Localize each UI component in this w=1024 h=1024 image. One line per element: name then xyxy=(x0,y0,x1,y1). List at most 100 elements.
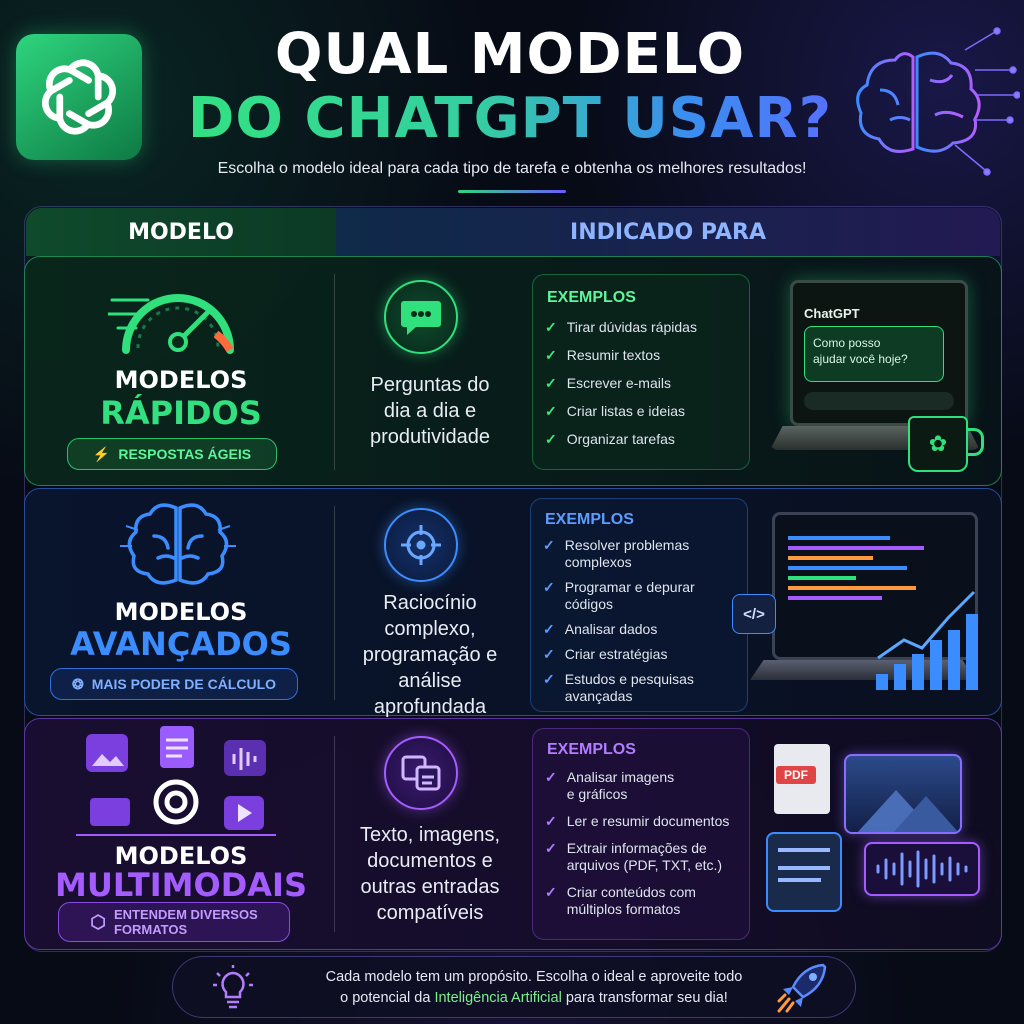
example-text: Criar estratégias xyxy=(564,646,668,662)
footer-line2: o potencial da Inteligência Artificial p… xyxy=(273,988,795,1009)
document-preview-icon xyxy=(766,832,842,912)
model-title-line1: MODELOS xyxy=(114,842,248,870)
examples-list: ✓Tirar dúvidas rápidas ✓Resumir textos ✓… xyxy=(545,319,743,448)
lightning-icon: ⚡ xyxy=(92,445,111,462)
chat-bubble: Como posso ajudar você hoje? xyxy=(804,326,944,382)
list-item: ✓Organizar tarefas xyxy=(545,431,675,447)
image-document-icon xyxy=(384,736,458,810)
footer-text-pre: o potencial da xyxy=(340,990,435,1006)
model-title-line1: MODELOS xyxy=(114,366,248,394)
indicated-line: Raciocínio xyxy=(383,592,477,614)
brain-circuit-icon xyxy=(856,27,1020,176)
subtitle: Escolha o modelo ideal para cada tipo de… xyxy=(217,160,807,177)
list-item: ✓Tirar dúvidas rápidas xyxy=(545,319,697,335)
chat-bubble-line: Como posso xyxy=(813,336,881,350)
indicated-line: análise xyxy=(398,670,462,692)
examples-title: EXEMPLOS xyxy=(547,741,636,758)
badge-fast: ⚡ RESPOSTAS ÁGEIS xyxy=(67,438,277,470)
bar-growth-icon xyxy=(876,590,978,690)
list-item: ✓Criar listas e ideias xyxy=(545,403,685,419)
model-title-line1: MODELOS xyxy=(114,598,248,626)
example-text: Organizar tarefas xyxy=(566,431,675,447)
indicated-line: Perguntas do xyxy=(370,374,490,396)
laptop-code-illustration: </> xyxy=(728,508,998,704)
audio-wave-icon xyxy=(864,842,980,896)
row-divider xyxy=(334,736,335,932)
indicated-text-advanced: Raciocínio complexo, programação e análi… xyxy=(345,590,515,720)
example-text: Ler e resumir documentos xyxy=(566,813,730,829)
page-title-line1: QUAL MODELO xyxy=(274,22,746,87)
footer-line1: Cada modelo tem um propósito. Escolha o … xyxy=(325,969,743,985)
laptop-chat-illustration: ChatGPT Como posso ajudar você hoje? ✿ xyxy=(760,276,990,476)
cube-icon: ⬡ xyxy=(90,911,106,932)
examples-box-fast: EXEMPLOS ✓Tirar dúvidas rápidas ✓Resumir… xyxy=(532,274,750,470)
mug-icon: ✿ xyxy=(908,416,968,472)
media-files-icon xyxy=(76,726,276,836)
indicated-text-multimodal: Texto, imagens, documentos e outras entr… xyxy=(345,822,515,926)
footer-text: Cada modelo tem um propósito. Escolha o … xyxy=(273,967,795,1009)
chat-bubble-icon xyxy=(384,280,458,354)
column-header-indicated: INDICADO PARA xyxy=(336,208,1000,256)
pdf-badge: PDF xyxy=(776,766,816,784)
chat-app-title: ChatGPT xyxy=(804,306,860,321)
examples-title: EXEMPLOS xyxy=(547,289,636,306)
indicated-line: produtividade xyxy=(369,426,491,448)
badge-advanced: ❂ MAIS PODER DE CÁLCULO xyxy=(50,668,298,700)
badge-label: MAIS PODER DE CÁLCULO xyxy=(91,676,277,692)
indicated-line: documentos e xyxy=(367,850,493,872)
list-item: ✓Ler e resumir documentos xyxy=(545,813,730,829)
row-divider xyxy=(334,506,335,700)
example-text: Criar listas e ideias xyxy=(566,403,685,419)
column-header-model: MODELO xyxy=(26,208,336,256)
speedometer-icon xyxy=(108,294,234,354)
example-text: Resumir textos xyxy=(566,347,661,363)
list-item: ✓Escrever e-mails xyxy=(545,375,671,391)
indicated-line: compatíveis xyxy=(376,902,484,924)
code-icon: </> xyxy=(732,594,776,634)
list-item: ✓Analisar dados xyxy=(543,621,658,637)
badge-label: RESPOSTAS ÁGEIS xyxy=(118,446,252,462)
model-title-line2: AVANÇADOS xyxy=(70,625,292,663)
multimodal-illustration: PDF xyxy=(760,736,996,936)
indicated-line: dia a dia e xyxy=(383,400,477,422)
indicated-line: Texto, imagens, xyxy=(359,824,501,846)
indicated-line: aprofundada xyxy=(373,696,487,718)
example-text: Tirar dúvidas rápidas xyxy=(566,319,697,335)
examples-title: EXEMPLOS xyxy=(545,511,634,528)
indicated-line: complexo, xyxy=(384,618,476,640)
footer-text-post: para transformar seu dia! xyxy=(561,990,728,1006)
footer-highlight: Inteligência Artificial xyxy=(434,990,562,1006)
model-title-line2: RÁPIDOS xyxy=(100,394,262,432)
indicated-text-fast: Perguntas do dia a dia e produtividade xyxy=(345,372,515,450)
list-item: ✓Criar estratégias xyxy=(543,646,668,662)
rocket-icon xyxy=(777,963,827,1013)
example-text: Analisar dados xyxy=(564,621,658,637)
image-preview-icon xyxy=(844,754,962,834)
list-item: ✓Resumir textos xyxy=(545,347,661,363)
indicated-line: outras entradas xyxy=(360,876,500,898)
example-text: Escrever e-mails xyxy=(566,375,671,391)
brain-icon xyxy=(120,503,236,585)
page-title-line2: DO CHATGPT USAR? xyxy=(160,86,860,151)
indicated-line: programação e xyxy=(362,644,498,666)
row-divider xyxy=(334,274,335,470)
lightbulb-icon xyxy=(213,965,253,1009)
target-icon xyxy=(384,508,458,582)
brain-small-icon: ❂ xyxy=(71,675,84,692)
